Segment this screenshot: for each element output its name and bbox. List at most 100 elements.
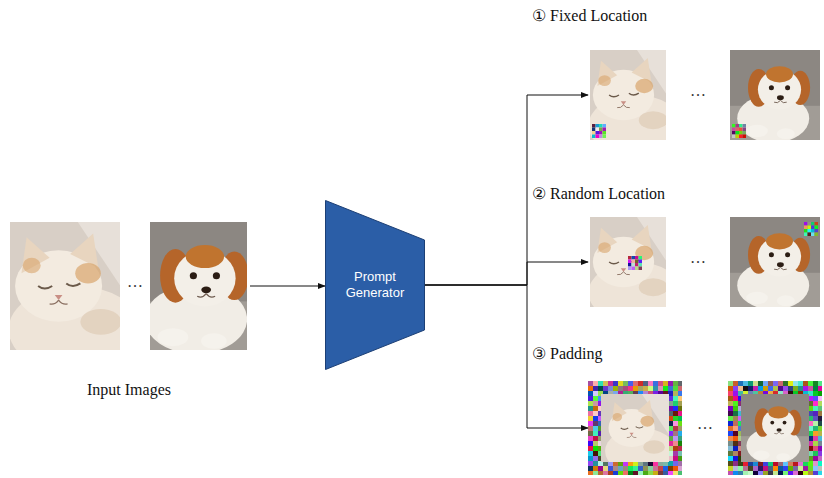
dog-image (741, 394, 809, 464)
noise-pixel (811, 229, 815, 233)
noise-pixel (639, 267, 643, 271)
ellipsis-label: … (690, 248, 706, 268)
noise-pixel (603, 124, 607, 128)
noise-pixel (818, 431, 822, 436)
noise-pixel (758, 466, 763, 471)
noise-pixel (808, 386, 813, 391)
noise-pixel (728, 411, 733, 416)
noise-pixel (753, 386, 758, 391)
noise-pixel (728, 426, 733, 431)
node-heading: Input Images (8, 380, 250, 400)
noise-pixel (628, 471, 633, 475)
noise-pixel (818, 461, 822, 466)
noise-pixel (658, 471, 663, 475)
noise-pixel (632, 256, 636, 260)
noise-pixel (648, 471, 653, 475)
noise-pixel (673, 391, 678, 396)
noise-pixel (598, 386, 603, 391)
noise-pixel (673, 451, 678, 456)
noise-pixel (663, 466, 668, 471)
noise-pixel (813, 406, 818, 411)
noise-pixel (818, 426, 822, 431)
noise-pixel (818, 386, 822, 391)
noise-pixel (603, 466, 608, 471)
noise-pixel (598, 466, 603, 471)
noise-pixel (632, 263, 636, 267)
noise-pixel (768, 466, 773, 471)
noise-pixel (643, 381, 648, 386)
noise-pixel (628, 466, 633, 471)
noise-pixel (736, 135, 740, 139)
noise-pixel (808, 226, 812, 230)
noise-pixel (678, 391, 682, 396)
noise-pixel (728, 416, 733, 421)
noise-pixel (728, 421, 733, 426)
noise-pixel (588, 421, 593, 426)
noise-pixel (678, 451, 682, 456)
noise-pixel (653, 471, 658, 475)
noise-pixel (599, 124, 603, 128)
noise-pixel (743, 131, 747, 135)
noise-pixel (813, 471, 818, 475)
noise-pixel (678, 441, 682, 446)
noise-pixel (618, 471, 623, 475)
noise-pixel (663, 386, 668, 391)
noise-pixel (603, 381, 608, 386)
noise-pixel (673, 446, 678, 451)
noise-pixel (803, 386, 808, 391)
noise-pixel (798, 386, 803, 391)
noise-pixel (668, 386, 673, 391)
noise-pixel (743, 135, 747, 139)
noise-pixel (588, 441, 593, 446)
connector-arrow (425, 262, 588, 285)
noise-pixel (593, 381, 598, 386)
noise-pixel (613, 471, 618, 475)
noise-pixel (813, 421, 818, 426)
noise-pixel (813, 466, 818, 471)
noise-pixel (733, 426, 738, 431)
noise-pixel (803, 471, 808, 475)
noise-pixel (739, 135, 743, 139)
noise-pixel (588, 461, 593, 466)
noise-pixel (733, 431, 738, 436)
noise-pixel (804, 233, 808, 237)
noise-pixel (673, 466, 678, 471)
noise-pixel (733, 416, 738, 421)
noise-pixel (593, 466, 598, 471)
noise-pixel (793, 386, 798, 391)
noise-pixel (728, 446, 733, 451)
noise-pixel (673, 411, 678, 416)
noise-pixel (678, 426, 682, 431)
noise-pixel (728, 441, 733, 446)
noise-pixel (733, 471, 738, 475)
noise-pixel (678, 406, 682, 411)
noise-pixel (808, 381, 813, 386)
noise-pixel (813, 401, 818, 406)
noise-pixel (813, 416, 818, 421)
noise-pixel (818, 436, 822, 441)
noise-pixel (593, 396, 598, 401)
noise-pixel (818, 406, 822, 411)
noise-pixel (773, 386, 778, 391)
noise-pixel (613, 386, 618, 391)
noise-pixel (793, 466, 798, 471)
noise-pixel (748, 471, 753, 475)
cat-image (583, 217, 682, 323)
noise-pixel (798, 471, 803, 475)
noise-pixel (639, 263, 643, 267)
noise-pixel (788, 471, 793, 475)
node-label: Prompt Generator (339, 269, 411, 301)
noise-pixel (599, 128, 603, 132)
noise-pixel (778, 471, 783, 475)
noise-pixel (678, 456, 682, 461)
noise-pixel (678, 396, 682, 401)
noise-pixel (818, 451, 822, 456)
noise-pixel (728, 391, 733, 396)
noise-pixel (763, 386, 768, 391)
noise-pixel (588, 416, 593, 421)
noise-pixel (678, 416, 682, 421)
noise-pixel (628, 267, 632, 271)
noise-pixel (818, 411, 822, 416)
noise-pixel (628, 260, 632, 264)
noise-pixel (818, 401, 822, 406)
